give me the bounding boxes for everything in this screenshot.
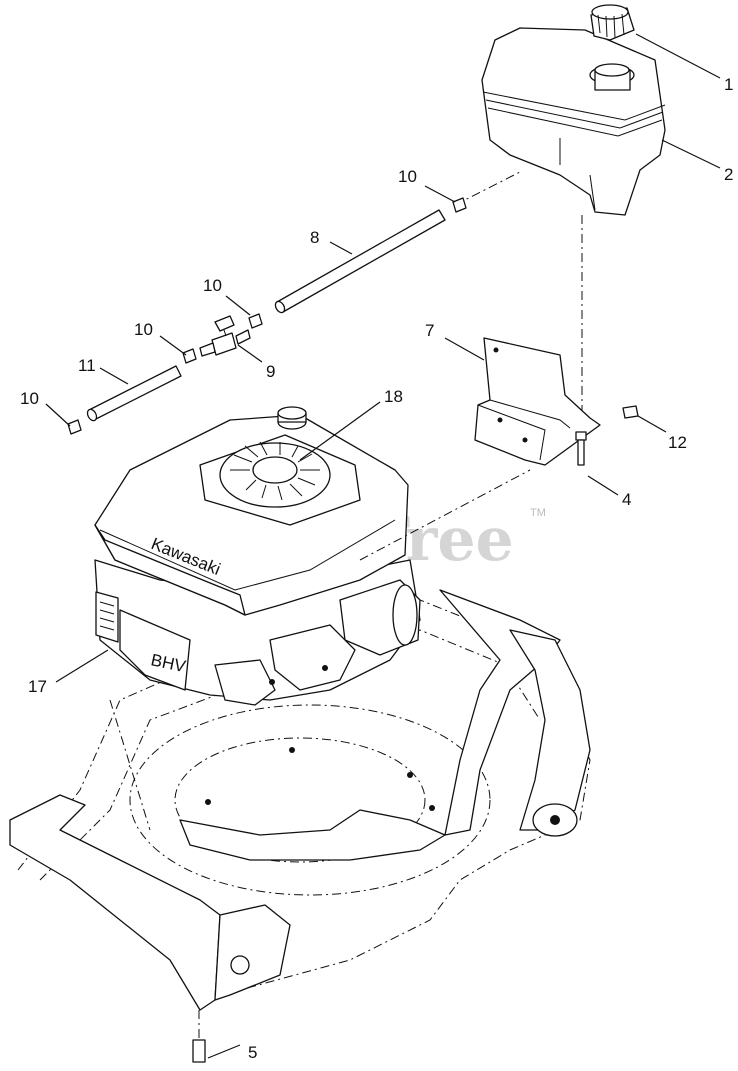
watermark-trademark: TM [530, 507, 546, 519]
callout-11: 11 [78, 356, 96, 375]
callout-8: 8 [310, 228, 319, 247]
clamp-10-mid [248, 313, 263, 329]
fuel-line-11 [86, 365, 182, 422]
callout-9: 9 [266, 362, 275, 381]
clamp-10-left [182, 348, 197, 364]
callout-1: 1 [724, 75, 733, 94]
callout-17: 17 [28, 677, 47, 696]
fuel-tank [454, 27, 666, 420]
callout-10-left: 10 [134, 320, 153, 339]
fuel-cap [590, 4, 635, 41]
fuel-line-8 [274, 209, 446, 314]
screw-12 [622, 405, 639, 419]
callout-2: 2 [724, 165, 733, 184]
callout-10-top: 10 [398, 167, 417, 186]
tank-bracket [474, 337, 601, 466]
mower-deck [9, 589, 591, 1063]
callout-18: 18 [384, 387, 403, 406]
callout-10-mid: 10 [203, 276, 222, 295]
engine: BHV Kawasaki [94, 406, 531, 831]
leader-lines [45, 33, 721, 1059]
callout-10-bottom: 10 [20, 389, 39, 408]
callout-labels: 1 2 10 8 10 10 9 11 10 7 18 12 4 17 5 [20, 75, 733, 1062]
clamp-10-top [452, 197, 467, 213]
shutoff-valve [199, 315, 251, 357]
callout-4: 4 [622, 490, 631, 509]
screw-4 [575, 431, 587, 466]
callout-7: 7 [425, 321, 434, 340]
callout-12: 12 [668, 433, 687, 452]
clamp-10-bottom [67, 419, 82, 435]
callout-5: 5 [248, 1043, 257, 1062]
